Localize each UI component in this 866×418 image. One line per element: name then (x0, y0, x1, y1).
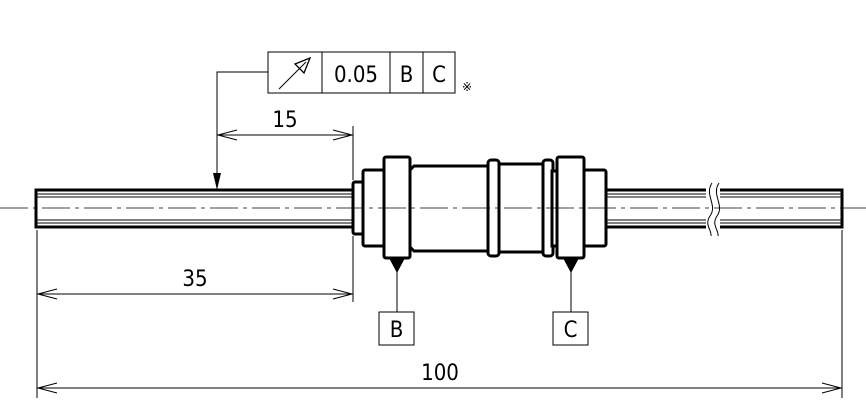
dimension-100: 100 (36, 230, 843, 398)
datum-b-label: B (390, 318, 404, 343)
dim-100-label: 100 (421, 361, 459, 386)
datum-ref-2: C (432, 63, 446, 88)
datum-c: C (552, 258, 589, 346)
dimension-15: 15 (216, 108, 354, 180)
tolerance-value: 0.05 (334, 63, 378, 88)
datum-c-label: C (564, 318, 578, 343)
leader-arrow (213, 173, 221, 190)
dim-35-label: 35 (182, 267, 207, 292)
break-symbol (706, 182, 721, 237)
datum-ref-1: B (400, 63, 414, 88)
feature-control-frame: 0.05 B C ※ (213, 51, 472, 190)
dimension-35: 35 (36, 230, 354, 398)
dim-15-label: 15 (272, 108, 297, 133)
circular-runout-icon (278, 56, 312, 90)
shaft (34, 188, 844, 229)
bearing-assembly (351, 155, 608, 260)
leader-line (216, 71, 268, 188)
datum-b: B (378, 258, 415, 346)
note-mark: ※ (462, 80, 472, 94)
